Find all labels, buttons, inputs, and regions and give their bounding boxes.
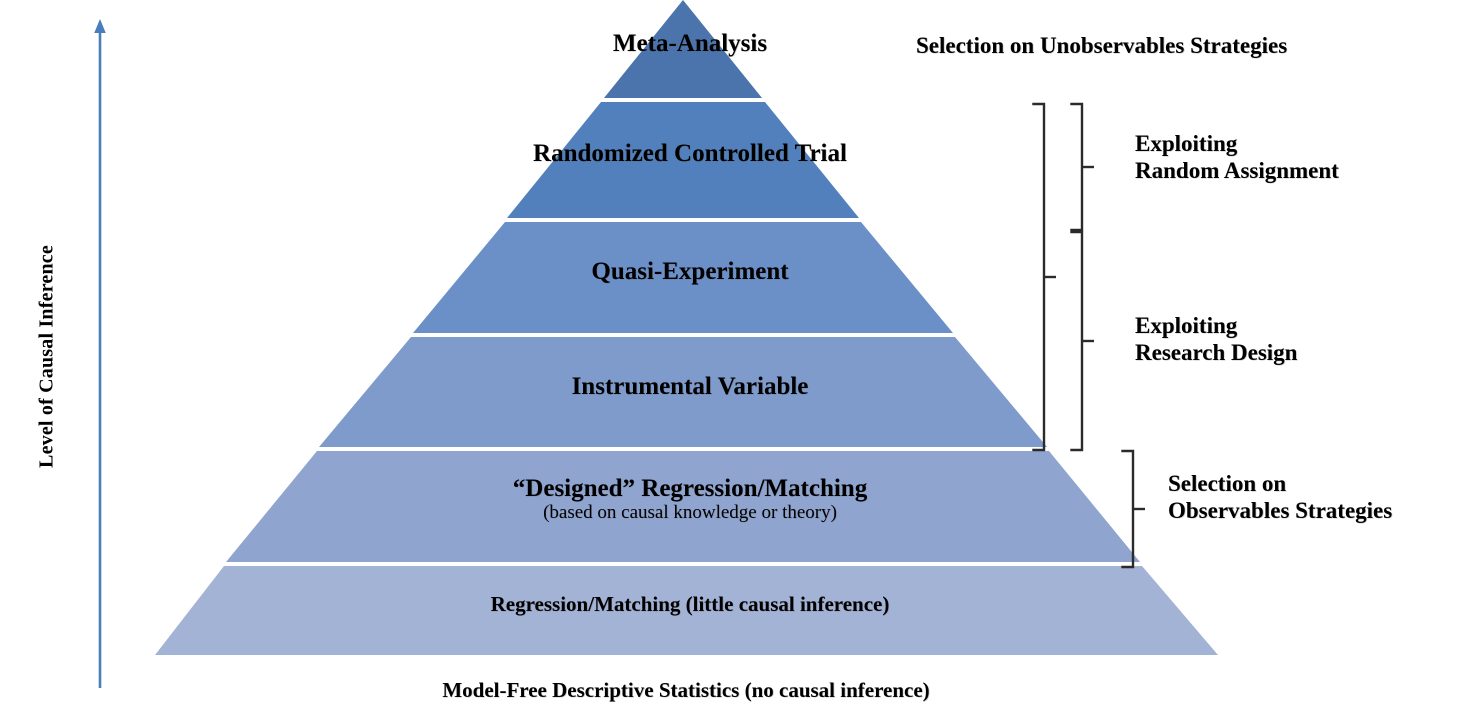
caption-model-free-descriptive-statistics: Model-Free Descriptive Statistics (no ca… bbox=[442, 678, 930, 702]
annotation-exploiting-random-assignment: Exploiting Random Assignment bbox=[1135, 131, 1339, 184]
bracket-exploiting-random-assignment bbox=[1070, 98, 1104, 236]
annotation-selection-on-unobservables-strategies: Selection on Unobservables Strategies bbox=[916, 33, 1288, 58]
pyramid-tier-regression-matching[interactable]: Regression/Matching (little causal infer… bbox=[0, 566, 1380, 658]
causal-inference-axis-arrow-icon bbox=[91, 18, 109, 690]
annotation-exploiting-research-design: Exploiting Research Design bbox=[1135, 313, 1298, 366]
bracket-exploiting-research-design bbox=[1070, 226, 1104, 456]
bracket-selection-on-unobservables bbox=[1032, 98, 1066, 456]
annotation-selection-on-observables-strategies: Selection on Observables Strategies bbox=[1168, 471, 1393, 524]
bracket-selection-on-observables bbox=[1121, 445, 1155, 573]
